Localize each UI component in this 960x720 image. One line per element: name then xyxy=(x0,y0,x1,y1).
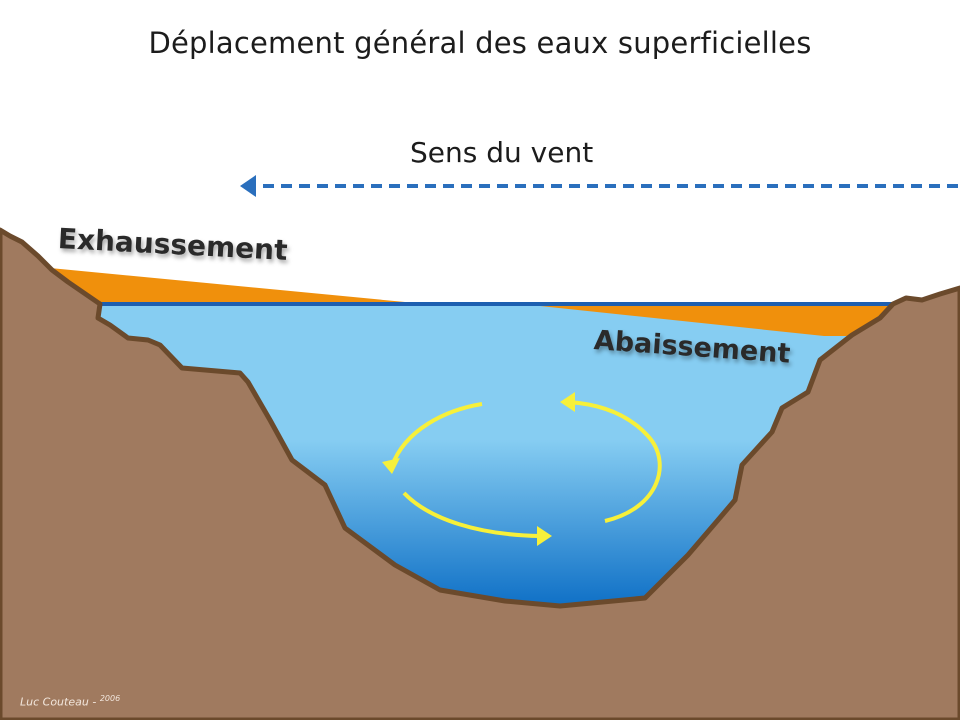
credit-separator: - xyxy=(92,695,97,709)
circulation-arrow-bottom xyxy=(402,491,541,538)
diagram-title: Déplacement général des eaux superficiel… xyxy=(148,26,812,60)
credit-author: Luc Couteau xyxy=(20,695,89,709)
credit: Luc Couteau - 2006 xyxy=(20,694,120,709)
terrain-left xyxy=(0,227,960,720)
wind-arrow-head xyxy=(240,175,256,197)
rise-wedge xyxy=(50,268,405,302)
circulation-icon xyxy=(382,392,662,546)
circulation-arrow-top xyxy=(390,402,483,467)
water-basin xyxy=(98,304,893,606)
circulation-arrow-bottom-head xyxy=(537,526,552,546)
circulation-arrow-top-head xyxy=(382,458,400,474)
circulation-arrow-right xyxy=(567,400,662,523)
wind-direction-label: Sens du vent xyxy=(410,136,594,169)
circulation-arrow-right-head xyxy=(560,392,575,412)
credit-year: 2006 xyxy=(99,694,121,703)
drop-wedge xyxy=(540,306,893,336)
